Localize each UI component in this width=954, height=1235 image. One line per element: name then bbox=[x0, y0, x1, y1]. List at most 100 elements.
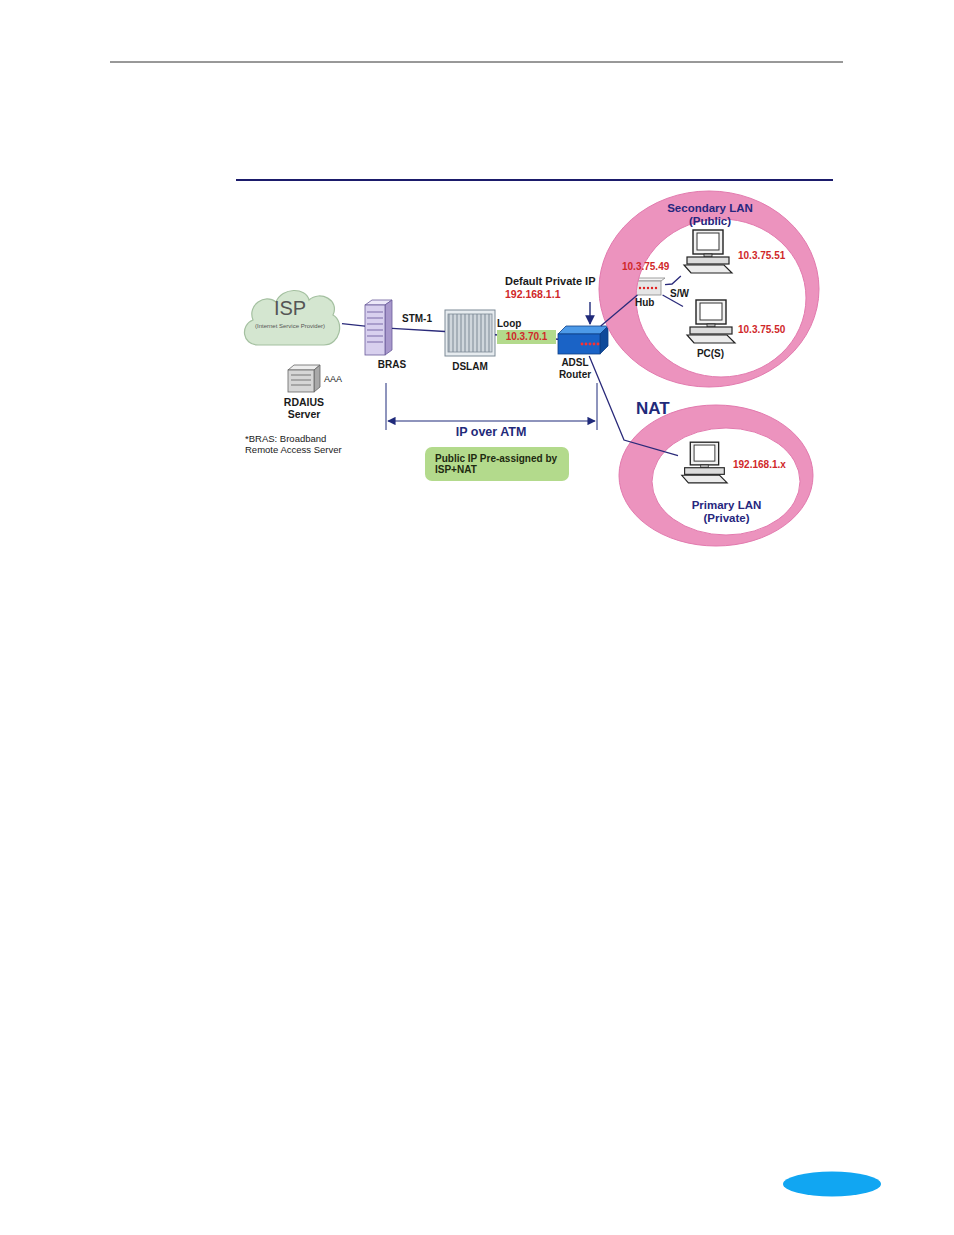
hub-icon bbox=[655, 287, 657, 289]
bras-icon bbox=[367, 318, 383, 319]
leader-arrow bbox=[589, 302, 590, 324]
link-line bbox=[392, 328, 445, 331]
annotation-label: IP over ATM bbox=[421, 425, 561, 439]
node-label: 192.168.1.x bbox=[733, 459, 811, 471]
node-label: 10.3.75.49 bbox=[622, 261, 686, 273]
text-slot: 10.3.75.50 bbox=[738, 324, 810, 336]
adsl-router-icon bbox=[600, 326, 608, 354]
text-slot: ISP bbox=[238, 297, 342, 320]
aaa-server-icon bbox=[291, 380, 311, 381]
link-line bbox=[601, 295, 638, 326]
node-label: ISP bbox=[238, 297, 342, 320]
adsl-router-icon bbox=[597, 343, 600, 346]
bras-icon bbox=[367, 330, 383, 331]
annotation-label: 192.168.1.1 bbox=[505, 288, 585, 300]
section-rule bbox=[236, 179, 833, 181]
text-slot: Hub bbox=[635, 297, 665, 309]
pc-icon bbox=[682, 442, 727, 483]
text-slot: 192.168.1.1 bbox=[505, 288, 585, 300]
node-label: 10.3.75.50 bbox=[738, 324, 810, 336]
pc-icon bbox=[684, 230, 732, 273]
text-slot: *BRAS: Broadband Remote Access Server bbox=[245, 434, 353, 456]
adsl-router-icon bbox=[558, 334, 600, 354]
pc-node: 10.3.75.51 bbox=[680, 228, 735, 276]
bras-icon bbox=[365, 305, 385, 355]
note-box: Public IP Pre-assigned by ISP+NAT bbox=[425, 447, 569, 481]
adsl-router-node: ADSL Router bbox=[558, 326, 608, 356]
annotation-label: STM-1 bbox=[402, 313, 446, 325]
adsl-router-icon bbox=[589, 343, 592, 346]
node-label: PC(S) bbox=[683, 348, 738, 360]
bras-icon bbox=[367, 312, 383, 313]
text-slot: Public IP Pre-assigned by ISP+NAT bbox=[435, 453, 559, 476]
text-slot: Default Private IP bbox=[505, 275, 645, 288]
link-line bbox=[342, 324, 365, 326]
node-label: (Internet Service Provider) bbox=[238, 323, 342, 330]
annotation-label: *BRAS: Broadband Remote Access Server bbox=[245, 434, 353, 456]
span-bracket bbox=[386, 383, 597, 430]
node-label: Primary LAN (Private) bbox=[679, 499, 774, 525]
hub-node: 10.3.75.49HubS/W bbox=[630, 278, 665, 295]
radius-server: AAARDAIUS Server bbox=[288, 365, 320, 392]
hub-icon bbox=[651, 287, 653, 289]
text-slot: 192.168.1.x bbox=[733, 459, 811, 471]
dslam-node: DSLAM bbox=[445, 310, 495, 356]
node-label: DSLAM bbox=[435, 361, 505, 373]
hub-icon bbox=[639, 287, 641, 289]
span-bracket bbox=[597, 383, 598, 430]
annotation-label: Loop bbox=[497, 318, 537, 330]
text-slot: STM-1 bbox=[402, 313, 446, 325]
text-slot: Primary LAN (Private) bbox=[679, 499, 774, 525]
dslam-icon bbox=[445, 310, 495, 356]
link-line bbox=[665, 276, 681, 285]
node-label: 10.3.75.51 bbox=[738, 250, 810, 262]
adsl-router-icon bbox=[581, 343, 584, 346]
secondary-lan-region: Secondary LAN (Public)10.3.75.49HubS/W10… bbox=[598, 190, 820, 388]
bras-node: BRAS bbox=[365, 300, 392, 355]
aaa-server-icon bbox=[291, 385, 311, 386]
text-slot: S/W bbox=[670, 288, 702, 300]
pc-node: 192.168.1.x bbox=[678, 440, 730, 486]
bras-icon bbox=[367, 324, 383, 325]
dslam-icon bbox=[445, 310, 495, 356]
node-label: S/W bbox=[670, 288, 702, 300]
adsl-router-icon bbox=[558, 326, 608, 334]
span-bracket bbox=[386, 383, 387, 430]
aaa-server-icon bbox=[314, 365, 320, 392]
text-slot: DSLAM bbox=[435, 361, 505, 373]
link-label: 10.3.70.1 bbox=[497, 330, 557, 344]
note-text: Public IP Pre-assigned by ISP+NAT bbox=[435, 453, 559, 476]
isp-cloud: ISP (Internet Service Provider) bbox=[238, 283, 342, 353]
text-slot: PC(S) bbox=[683, 348, 738, 360]
text-slot: IP over ATM bbox=[421, 425, 561, 439]
page-number-oval bbox=[783, 1172, 881, 1197]
adsl-router-icon bbox=[558, 326, 608, 354]
header-rule bbox=[110, 62, 843, 63]
text-slot: ADSL Router bbox=[550, 357, 600, 380]
text-slot: Secondary LAN (Public) bbox=[660, 202, 760, 228]
pc-node: 10.3.75.50PC(S) bbox=[683, 298, 738, 346]
text-slot: (Internet Service Provider) bbox=[238, 323, 342, 330]
dslam-icon bbox=[448, 314, 492, 352]
aaa-server-icon bbox=[288, 370, 314, 392]
node-label: BRAS bbox=[367, 359, 417, 371]
bras-icon bbox=[367, 342, 383, 343]
bras-icon bbox=[365, 300, 392, 355]
bras-icon bbox=[367, 336, 383, 337]
ring-outline bbox=[619, 405, 813, 546]
hub-icon bbox=[647, 287, 649, 289]
annotation-label: Default Private IP bbox=[505, 275, 645, 288]
primary-lan-region: Primary LAN (Private) 192.168.1.x bbox=[618, 404, 814, 547]
aaa-server-icon bbox=[291, 375, 311, 376]
node-label: AAA bbox=[324, 374, 358, 384]
adsl-router-icon bbox=[585, 343, 588, 346]
bras-icon bbox=[385, 300, 392, 355]
region-ring bbox=[618, 404, 814, 547]
text-slot: AAA bbox=[324, 374, 358, 384]
node-label: ADSL Router bbox=[550, 357, 600, 380]
